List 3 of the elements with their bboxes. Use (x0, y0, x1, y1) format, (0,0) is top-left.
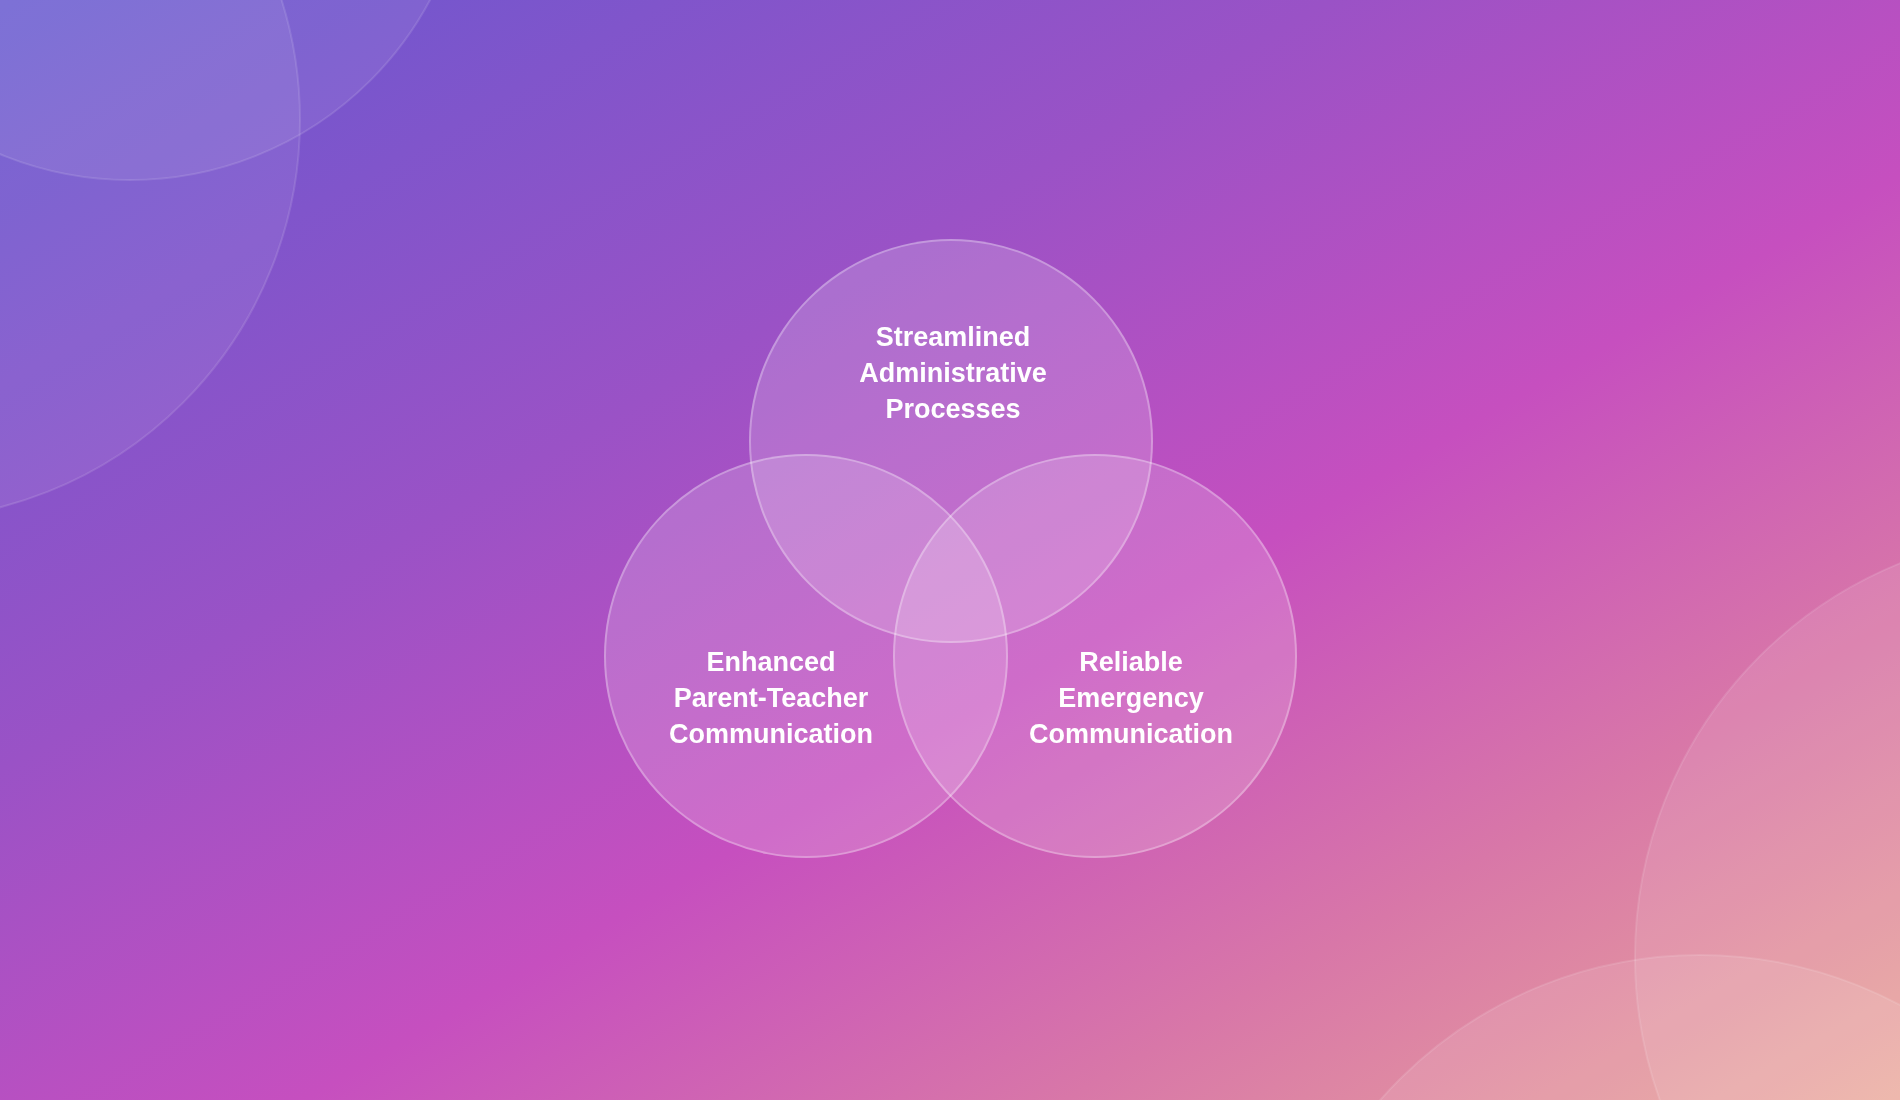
circle-label: Enhanced Parent-Teacher Communication (668, 646, 874, 751)
circle-label: Reliable Emergency Communication (1028, 646, 1234, 751)
circle-label: Streamlined Administrative Processes (858, 321, 1048, 426)
